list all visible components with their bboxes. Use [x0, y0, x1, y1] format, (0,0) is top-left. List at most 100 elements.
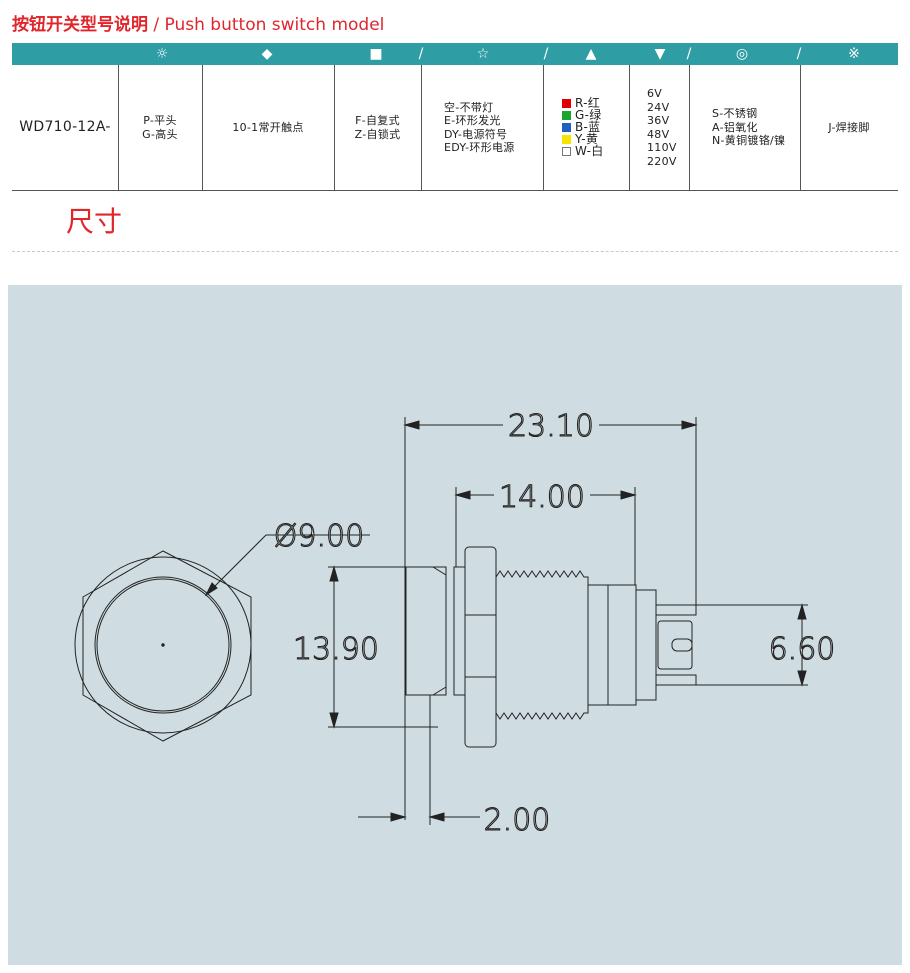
symbol-reference: ※: [848, 46, 860, 62]
reset-cell: F-自复式 Z-自锁式: [334, 65, 421, 190]
heading-separator: /: [153, 15, 160, 35]
hex-nut-outline: [82, 550, 252, 742]
symbol-star: ☆: [476, 46, 490, 62]
leader-arrow: [204, 582, 218, 597]
symbol-triangle-up: ▲: [585, 46, 597, 62]
lamp-option: 空-不带灯: [444, 100, 494, 114]
center-point: [161, 643, 165, 647]
dimension-arrow: [428, 812, 445, 822]
table-header-bar: ☼ ◆ ■ / ☆ / ▲ ▼ / ◎ / ※: [12, 43, 898, 65]
symbol-diamond: ◆: [261, 46, 273, 62]
column-divider: [421, 65, 422, 190]
color-option: W-白: [562, 144, 604, 158]
yellow-swatch: [562, 135, 571, 144]
solder-terminal: [655, 674, 697, 686]
column-divider: [118, 65, 119, 190]
terminal-tab: [657, 620, 693, 670]
column-divider: [334, 65, 335, 190]
rear-housing: [587, 584, 637, 706]
dimension-arrow: [390, 812, 407, 822]
material-cell: S-不锈钢 A-铝氧化 N-黄铜镀铬/镍: [712, 65, 800, 190]
dimension-arrow: [797, 670, 807, 687]
terminal-slot: [671, 638, 693, 652]
symbol-slash: /: [686, 46, 692, 62]
dimension-drawing-panel: 23.10 14.00 Ø9.00 13.90 6.60 2.00: [8, 285, 902, 965]
voltage-option: 36V: [647, 114, 670, 127]
red-swatch: [562, 99, 571, 108]
voltage-option: 48V: [647, 127, 670, 141]
dimension-arrow: [681, 420, 698, 430]
green-swatch: [562, 111, 571, 120]
dashed-divider: [12, 251, 898, 252]
symbol-circle: ◎: [735, 46, 749, 62]
terminal-cell: J-焊接脚: [800, 65, 898, 190]
heading-english: Push button switch model: [164, 15, 385, 35]
button-circle: [94, 576, 232, 714]
terminal-option: J-焊接脚: [828, 120, 870, 134]
diameter-leader: [205, 534, 267, 596]
dimension-arrow: [620, 490, 637, 500]
voltage-option: 24V: [647, 100, 670, 114]
color-option: R-红: [562, 96, 600, 110]
contact-cell: 10-1常开触点: [202, 65, 334, 190]
column-divider: [202, 65, 203, 190]
model-code: WD710-12A-: [19, 118, 111, 135]
section-title: 尺寸: [66, 205, 123, 238]
dimension-arrow: [454, 490, 471, 500]
contact-option: 10-1常开触点: [232, 120, 304, 134]
flange-bevel: [432, 566, 447, 696]
material-option: A-铝氧化: [712, 120, 758, 134]
symbol-square: ■: [369, 46, 383, 62]
symbol-sun: ☼: [155, 46, 169, 62]
symbol-slash: /: [796, 46, 802, 62]
dimension-arrow: [797, 603, 807, 620]
lamp-option: E-环形发光: [444, 114, 501, 127]
terminal-base: [635, 589, 657, 701]
dimension-arrow: [403, 420, 420, 430]
technical-drawing: 23.10 14.00 Ø9.00 13.90 6.60 2.00: [74, 408, 836, 839]
flange: [405, 566, 447, 696]
model-table: WD710-12A- P-平头 G-高头 10-1常开触点 F-自复式 Z-自锁…: [12, 65, 898, 191]
overall-length-label: 23.10: [508, 409, 594, 444]
color-option: G-绿: [562, 108, 602, 122]
voltage-option: 110V: [647, 141, 677, 154]
voltage-cell: 6V 24V 36V 48V 110V 220V: [647, 65, 689, 190]
heading-chinese: 按钮开关型号说明: [12, 15, 148, 35]
dimension-arrow: [329, 565, 339, 582]
column-divider: [543, 65, 544, 190]
washer: [453, 566, 466, 696]
column-divider: [800, 65, 801, 190]
symbol-slash: /: [543, 46, 549, 62]
bezel-outer-circle: [74, 556, 252, 734]
dimension-arrow: [329, 712, 339, 729]
voltage-option: 220V: [647, 154, 677, 168]
material-option: N-黄铜镀铬/镍: [712, 134, 786, 148]
voltage-option: 6V: [647, 87, 663, 100]
color-option: Y-黄: [562, 132, 598, 146]
thread-body: [495, 570, 589, 720]
symbol-slash: /: [418, 46, 424, 62]
blue-swatch: [562, 123, 571, 132]
page-heading: 按钮开关型号说明 / Push button switch model: [12, 10, 384, 35]
solder-terminal: [655, 604, 697, 616]
white-swatch: [562, 147, 571, 156]
head-diameter-label: Ø9.00: [274, 519, 364, 554]
label-gap: [503, 411, 599, 439]
color-option: B-蓝: [562, 120, 600, 134]
terminal-spacing-label: 6.60: [769, 632, 836, 667]
head-type-cell: P-平头 G-高头: [118, 65, 202, 190]
lamp-option: EDY-环形电源: [444, 141, 515, 154]
reset-option: Z-自锁式: [354, 127, 401, 141]
model-cell: WD710-12A-: [12, 65, 118, 190]
column-divider: [689, 65, 690, 190]
lamp-option: DY-电源符号: [444, 127, 508, 141]
flange-thickness-label: 2.00: [484, 803, 551, 838]
lock-nut: [464, 546, 497, 748]
thread-length-label: 14.00: [499, 480, 585, 515]
color-cell: R-红 G-绿 B-蓝 Y-黄 W-白: [562, 65, 629, 190]
head-type-option: P-平头: [143, 114, 177, 127]
label-gap: [494, 481, 590, 509]
column-divider: [629, 65, 630, 190]
lamp-cell: 空-不带灯 E-环形发光 DY-电源符号 EDY-环形电源: [444, 65, 543, 190]
button-inner-circle: [96, 578, 230, 712]
